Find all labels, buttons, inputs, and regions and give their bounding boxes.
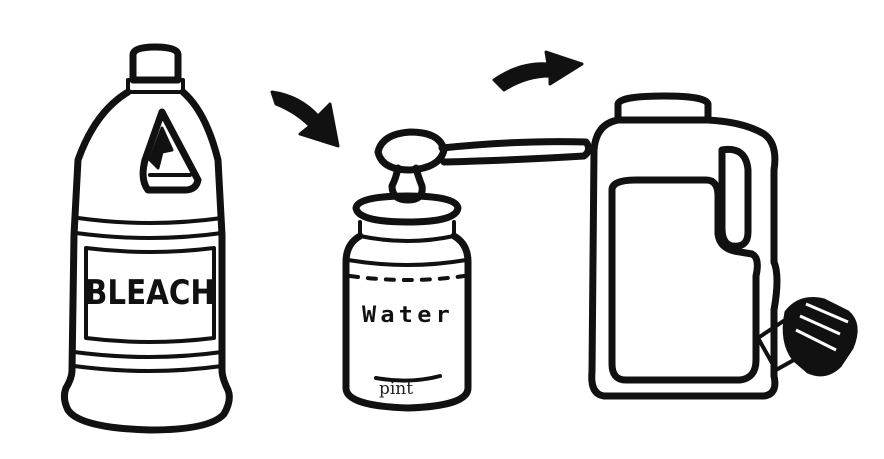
bleach-label: BLEACH xyxy=(85,273,215,313)
water-label: Water xyxy=(362,303,454,328)
